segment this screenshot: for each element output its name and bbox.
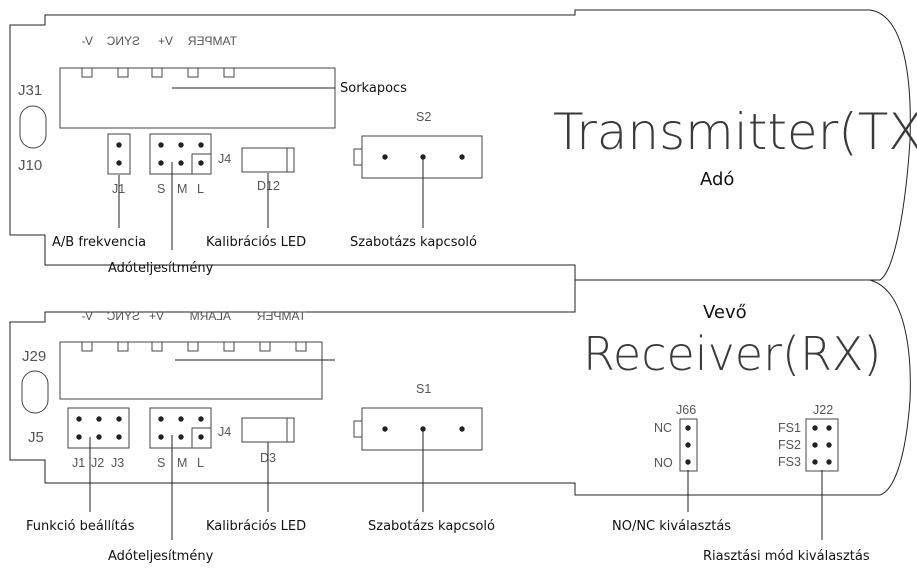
tx-label-cal-led: Kalibrációs LED [206, 235, 306, 250]
rx-power-m: M [177, 456, 187, 470]
rx-label-function: Funkció beállítás [26, 519, 135, 534]
rx-j22: J22 [813, 403, 833, 417]
rx-j29: J29 [22, 348, 46, 365]
rx-label-tamper-sw: Szabotázs kapcsoló [368, 519, 495, 534]
tx-power-s: S [157, 182, 165, 196]
tx-board: Transmitter(TX) Adó TAMPER V+ SYNC V- J3… [9, 9, 917, 281]
rx-fs2: FS2 [778, 438, 801, 452]
rx-j1: J1 [72, 456, 85, 470]
tx-terminal-vplus: V+ [158, 34, 173, 48]
rx-label-cal-led: Kalibrációs LED [206, 519, 306, 534]
rx-label-nonc: NO/NC kiválasztás [612, 519, 731, 534]
rx-led [241, 417, 295, 443]
tx-subtitle: Adó [700, 169, 734, 190]
rx-j4: J4 [218, 425, 231, 439]
rx-board-outline [9, 279, 911, 496]
rx-j2: J2 [91, 456, 104, 470]
rx-fs3: FS3 [778, 455, 801, 469]
rx-terminal-alarm: ALARM [190, 309, 231, 323]
rx-terminal-tamper: TAMPER [257, 309, 306, 323]
rx-board: Vevő Receiver(RX) TAMPER ALARM V+ SYNC V… [9, 279, 911, 540]
tx-label-sorkapocs: Sorkapocs [340, 81, 407, 96]
tx-power-l: L [197, 182, 204, 196]
tx-terminal-tamper: TAMPER [188, 34, 237, 48]
tx-j10: J10 [18, 157, 42, 174]
tx-callouts: Sorkapocs A/B frekvencia Adóteljesítmény… [52, 81, 477, 276]
tx-label-power: Adóteljesítmény [108, 261, 214, 276]
rx-function-jumper [67, 407, 130, 449]
rx-callouts: Funkció beállítás Adóteljesítmény Kalibr… [26, 519, 870, 564]
rx-subtitle: Vevő [703, 302, 747, 323]
rx-label-power: Adóteljesítmény [108, 549, 214, 564]
tx-power-m: M [177, 182, 187, 196]
tx-terminal-block [59, 67, 336, 129]
tx-terminal-vminus: V- [82, 34, 93, 48]
rx-terminal-pins [81, 341, 307, 352]
tx-led [241, 147, 295, 173]
rx-label-alarm-mode: Riasztási mód kiválasztás [703, 549, 870, 564]
rx-s1: S1 [416, 382, 431, 396]
rx-fs1: FS1 [778, 421, 801, 435]
rx-terminal-vminus: V- [82, 309, 93, 323]
tx-s2: S2 [416, 110, 431, 124]
tx-j1-jumper [107, 133, 131, 175]
tx-j4: J4 [218, 152, 231, 166]
rx-alarm-mode-jumper [805, 418, 839, 472]
tx-title: Transmitter(TX) [553, 103, 917, 161]
rx-j66: J66 [676, 403, 696, 417]
tx-mount-hole [19, 105, 47, 149]
rx-power-s: S [157, 456, 165, 470]
tx-board-outline [9, 9, 911, 281]
rx-j3: J3 [111, 456, 124, 470]
rx-title: Receiver(RX) [583, 327, 881, 381]
rx-mount-hole [21, 370, 49, 414]
rx-nc: NC [654, 421, 672, 435]
rx-power-l: L [197, 456, 204, 470]
tx-terminal-sync: SYNC [106, 34, 140, 48]
rx-j5: J5 [28, 429, 44, 446]
tx-terminal-pins [81, 67, 235, 78]
rx-no: NO [654, 456, 673, 470]
tx-label-tamper-sw: Szabotázs kapcsoló [350, 235, 477, 250]
tx-label-ab: A/B frekvencia [52, 235, 146, 250]
rx-terminal-sync: SYNC [106, 309, 140, 323]
rx-terminal-vplus: V+ [149, 309, 164, 323]
tx-j31: J31 [18, 82, 42, 99]
